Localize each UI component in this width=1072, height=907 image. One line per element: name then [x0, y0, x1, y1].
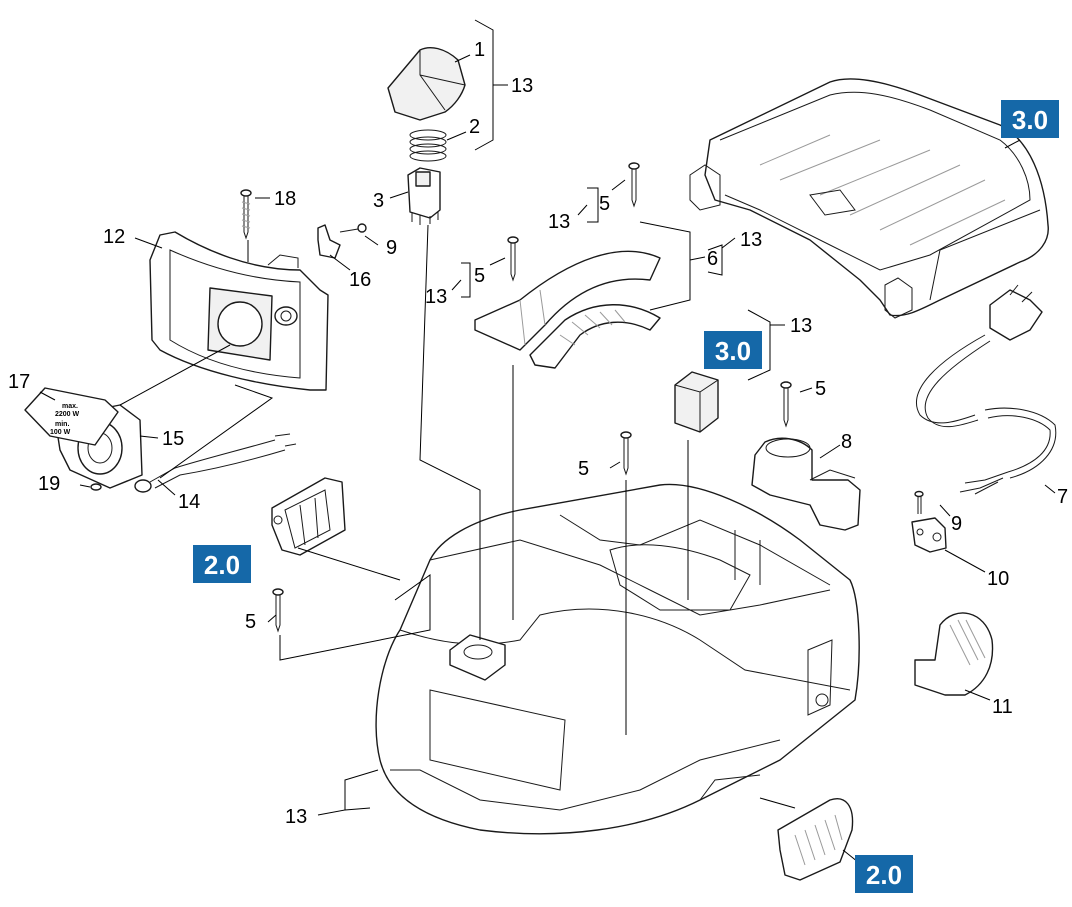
callout-2: 2 — [469, 116, 480, 138]
screw-18 — [240, 189, 252, 240]
socket-label-max-value: 2200 W — [55, 411, 80, 418]
contact-16 — [317, 224, 341, 259]
handle-upper — [474, 250, 661, 351]
screw-5e — [272, 588, 284, 633]
callout-9-lower: 9 — [951, 513, 962, 535]
clamp-8 — [751, 437, 861, 531]
screw-5a — [628, 162, 640, 208]
socket-label-17: max. 2200 W min. 100 W — [24, 387, 119, 446]
badge-cover-text: 3.0 — [1012, 105, 1048, 135]
screw-9a — [339, 223, 367, 233]
callout-1: 1 — [474, 39, 485, 61]
callout-13-screw-a: 13 — [548, 211, 570, 233]
badge-foot-bg — [855, 855, 913, 893]
callout-14: 14 — [178, 491, 200, 513]
socket-label-min: min. — [55, 421, 69, 428]
foot-cover — [777, 798, 854, 881]
leader-lines — [39, 19, 1056, 863]
callout-17: 17 — [8, 371, 30, 393]
badge-capacitor-bg — [704, 331, 762, 369]
socket-label-max: max. — [62, 403, 78, 410]
power-cord — [915, 284, 1057, 495]
callout-13-base: 13 — [285, 806, 307, 828]
callout-5-screw-b: 5 — [474, 265, 485, 287]
socket-panel — [149, 231, 329, 391]
callout-10: 10 — [987, 568, 1009, 590]
screw-5b — [507, 236, 519, 282]
callout-13-capacitor: 13 — [790, 315, 812, 337]
latch-10 — [911, 517, 947, 553]
callout-18: 18 — [274, 188, 296, 210]
callout-5-screw-e: 5 — [245, 611, 256, 633]
cover-11 — [914, 612, 994, 696]
badge-bracket-bg — [193, 545, 251, 583]
callout-6: 6 — [707, 248, 718, 270]
badge-bracket-section[interactable]: 2.0 — [193, 545, 251, 583]
spring — [409, 129, 447, 162]
badge-bracket-text: 2.0 — [204, 550, 240, 580]
top-cover — [689, 78, 1049, 319]
callout-13-handle: 13 — [740, 229, 762, 251]
callout-8: 8 — [841, 431, 852, 453]
screw-5c — [780, 381, 792, 428]
housing-base — [375, 483, 860, 835]
callout-5-screw-a: 5 — [599, 193, 610, 215]
socket-label-min-value: 100 W — [50, 429, 71, 436]
badge-capacitor-section[interactable]: 3.0 — [704, 331, 762, 369]
capacitor — [674, 371, 719, 433]
callout-19: 19 — [38, 473, 60, 495]
cable-14 — [134, 433, 297, 493]
badge-capacitor-text: 3.0 — [715, 336, 751, 366]
bracket-left — [271, 477, 346, 556]
screw-9b — [914, 490, 924, 514]
callout-3: 3 — [373, 190, 384, 212]
callout-7: 7 — [1057, 486, 1068, 508]
callout-13-screw-b: 13 — [425, 286, 447, 308]
button-cap — [387, 47, 466, 121]
handle-lower — [529, 304, 661, 369]
callout-9-upper: 9 — [386, 237, 397, 259]
callout-labels: 1 2 3 13 18 12 9 16 13 5 13 5 6 13 13 5 … — [8, 39, 1068, 828]
callout-5-screw-c: 5 — [815, 378, 826, 400]
callout-11: 11 — [992, 696, 1013, 718]
badge-cover-bg — [1001, 100, 1059, 138]
callout-15: 15 — [162, 428, 184, 450]
screw-5d — [620, 431, 632, 476]
callout-5-screw-d: 5 — [578, 458, 589, 480]
screw-19 — [90, 483, 102, 491]
callout-13-top: 13 — [511, 75, 533, 97]
callout-16: 16 — [349, 269, 371, 291]
switch — [407, 167, 441, 225]
badge-foot-text: 2.0 — [866, 860, 902, 890]
badge-cover-section[interactable]: 3.0 — [1001, 100, 1059, 138]
badge-foot-section[interactable]: 2.0 — [855, 855, 913, 893]
callout-12: 12 — [103, 226, 125, 248]
